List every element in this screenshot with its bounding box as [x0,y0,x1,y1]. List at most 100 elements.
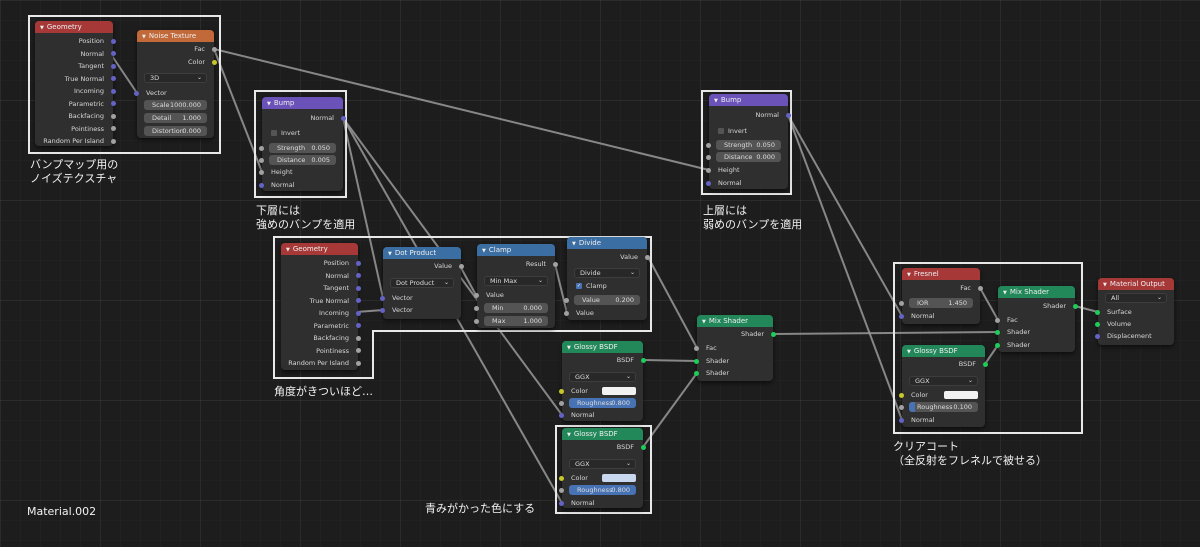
geometry-node-2[interactable]: ▼Geometry Position Normal Tangent True N… [281,243,361,370]
socket-bsdf[interactable] [641,444,646,450]
collapse-arrow-icon[interactable]: ▼ [907,272,911,278]
socket-normal-in[interactable] [706,180,711,186]
socket-value-1[interactable] [564,297,569,303]
node-header[interactable]: ▼Bump [262,97,343,109]
socket-displacement[interactable] [1095,333,1100,339]
socket-distance[interactable] [706,154,711,160]
socket-volume[interactable] [1095,321,1100,327]
socket-vector[interactable] [134,90,139,96]
node-header[interactable]: ▼Glossy BSDF [902,345,985,357]
node-header[interactable]: ▼Mix Shader [998,286,1075,298]
node-header[interactable]: ▼Fresnel [902,268,980,280]
socket-shader-1[interactable] [995,329,1000,335]
distribution-dropdown[interactable]: GGX⌄ [569,459,636,469]
collapse-arrow-icon[interactable]: ▼ [482,248,486,254]
socket-value-out[interactable] [645,254,650,260]
socket-shader-2[interactable] [694,370,699,376]
socket-max[interactable] [474,318,479,324]
socket-color[interactable] [212,59,217,65]
socket-surface[interactable] [1095,309,1100,315]
socket-result[interactable] [553,261,558,267]
socket-parametric[interactable] [356,323,361,328]
socket-backfacing[interactable] [356,335,361,341]
node-header[interactable]: ▼Bump [709,94,788,106]
operation-dropdown[interactable]: Divide⌄ [574,268,640,278]
node-header[interactable]: ▼Geometry [281,243,358,255]
clamp-type-dropdown[interactable]: Min Max⌄ [484,276,548,286]
color-swatch[interactable] [602,474,636,482]
invert-checkbox[interactable]: Invert [709,125,788,137]
socket-tangent[interactable] [111,63,116,69]
socket-vector-2[interactable] [380,307,385,313]
socket-normal[interactable] [559,412,564,418]
noise-texture-node[interactable]: ▼Noise Texture Fac Color 3D⌄ Vector Scal… [134,30,217,138]
node-header[interactable]: ▼Noise Texture [137,30,214,42]
socket-random-per-island[interactable] [111,138,116,144]
socket-roughness[interactable] [559,487,564,493]
collapse-arrow-icon[interactable]: ▼ [572,241,576,247]
socket-parametric[interactable] [111,101,116,106]
collapse-arrow-icon[interactable]: ▼ [702,319,706,325]
socket-pointiness[interactable] [356,348,361,353]
checkmark-icon[interactable]: ✓ [576,283,582,289]
socket-bsdf[interactable] [983,361,988,367]
socket-shader-1[interactable] [694,358,699,364]
collapse-arrow-icon[interactable]: ▼ [286,247,290,253]
socket-true-normal[interactable] [356,298,361,303]
collapse-arrow-icon[interactable]: ▼ [907,349,911,355]
mix-shader-node-2[interactable]: ▼Mix Shader Shader Fac Shader Shader [995,286,1078,352]
invert-checkbox[interactable]: Invert [262,127,343,139]
socket-value-2[interactable] [564,310,569,316]
checkbox[interactable] [718,128,724,134]
collapse-arrow-icon[interactable]: ▼ [40,25,44,31]
node-header[interactable]: ▼Clamp [477,244,555,256]
socket-shader-out[interactable] [1073,303,1078,309]
socket-color[interactable] [559,475,564,481]
socket-strength[interactable] [259,145,264,151]
node-header[interactable]: ▼Dot Product [383,247,461,259]
collapse-arrow-icon[interactable]: ▼ [567,432,571,438]
collapse-arrow-icon[interactable]: ▼ [388,251,392,257]
socket-shader-2[interactable] [995,342,1000,348]
distribution-dropdown[interactable]: GGX⌄ [909,376,978,386]
socket-normal-out[interactable] [341,115,346,121]
socket-shader-out[interactable] [771,331,776,337]
collapse-arrow-icon[interactable]: ▼ [567,345,571,351]
socket-height[interactable] [706,167,711,173]
socket-min[interactable] [474,305,479,311]
socket-true-normal[interactable] [111,76,116,81]
color-swatch[interactable] [944,391,978,399]
socket-color[interactable] [559,388,564,394]
socket-position[interactable] [111,38,116,44]
socket-fac[interactable] [978,285,983,291]
socket-position[interactable] [356,260,361,266]
socket-vector-1[interactable] [380,295,385,301]
color-swatch[interactable] [602,387,636,395]
socket-incoming[interactable] [111,88,116,94]
distribution-dropdown[interactable]: GGX⌄ [569,372,636,382]
socket-random-per-island[interactable] [356,360,361,366]
socket-height[interactable] [259,169,264,175]
collapse-arrow-icon[interactable]: ▼ [1003,290,1007,296]
socket-pointiness[interactable] [111,126,116,131]
clamp-checkbox[interactable]: ✓Clamp [576,282,607,290]
socket-normal[interactable] [559,500,564,506]
socket-fac[interactable] [694,345,699,351]
